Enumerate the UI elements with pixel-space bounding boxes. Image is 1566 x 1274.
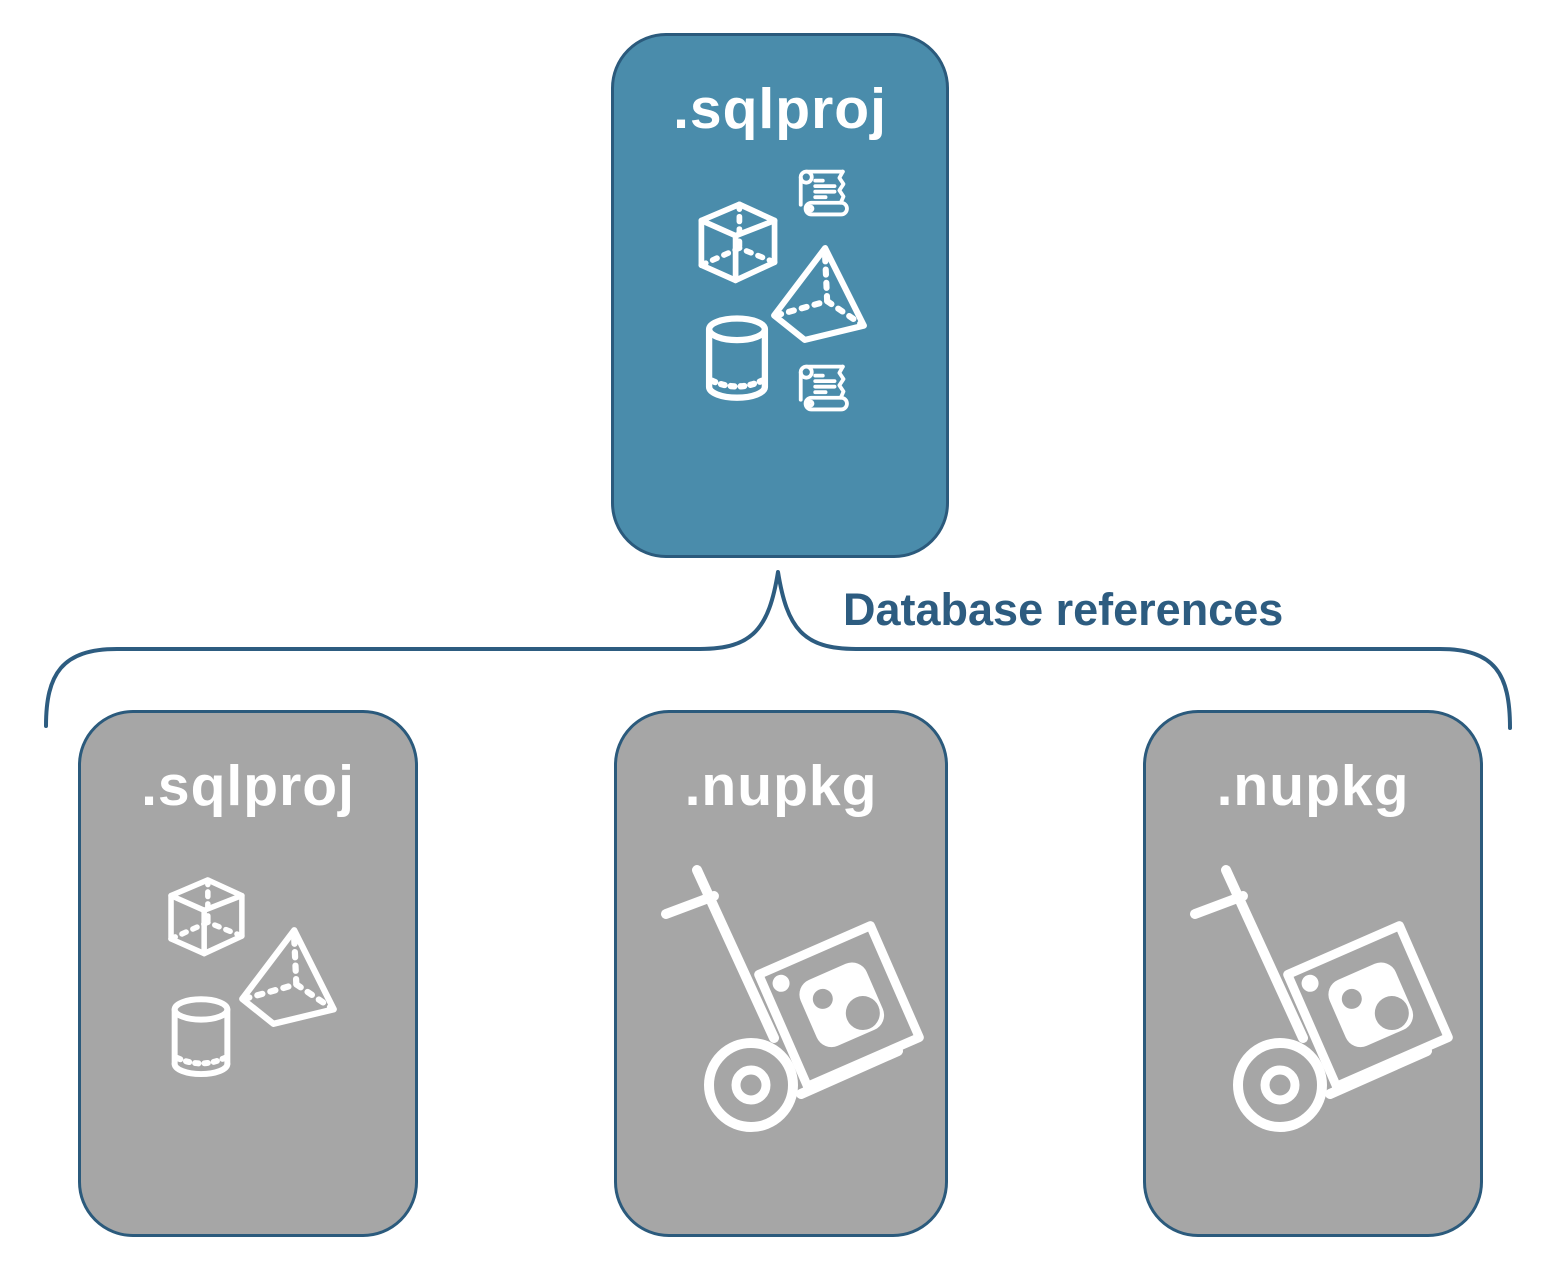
node-label: .sqlproj	[141, 754, 355, 818]
node-nupkg-child-1: .nupkg	[614, 710, 948, 1237]
connector-label: Database references	[843, 584, 1284, 635]
node-sqlproj-root: .sqlproj	[611, 33, 949, 558]
brace-connector	[44, 570, 1512, 730]
node-sqlproj-child: .sqlproj	[78, 710, 418, 1237]
node-nupkg-child-2: .nupkg	[1143, 710, 1483, 1237]
node-label: .nupkg	[1216, 754, 1410, 818]
node-label: .sqlproj	[673, 77, 887, 141]
node-label: .nupkg	[684, 754, 878, 818]
